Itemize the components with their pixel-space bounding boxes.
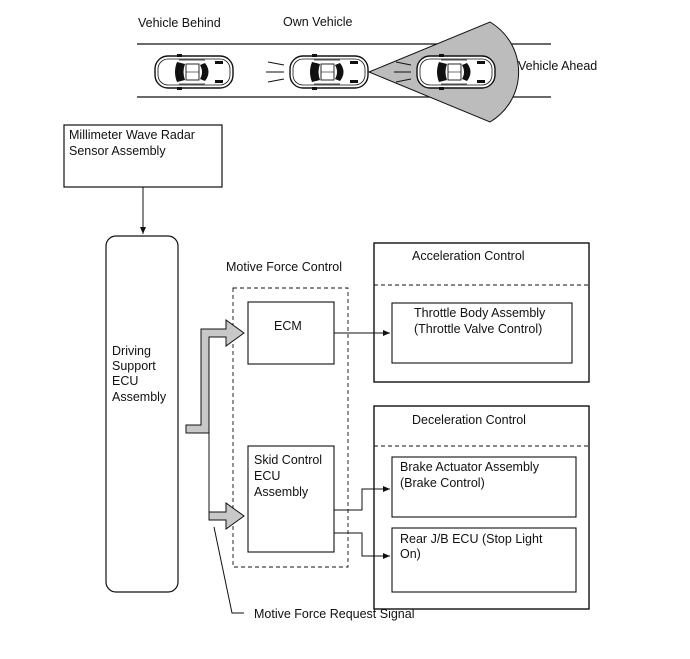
ecm-label: ECM xyxy=(274,319,302,333)
ecu-label-line1: Driving xyxy=(112,344,151,358)
vehicle-behind-car xyxy=(154,53,234,91)
brake-label-line2: (Brake Control) xyxy=(400,476,485,490)
radar-label-line2: Sensor Assembly xyxy=(69,144,166,158)
skid-to-brake-arrow xyxy=(334,486,390,511)
own-vehicle-car xyxy=(289,53,369,91)
throttle-label-line1: Throttle Body Assembly xyxy=(414,306,546,320)
ecu-label-line2: Support xyxy=(112,359,156,373)
acceleration-control-box: Acceleration Control Throttle Body Assem… xyxy=(373,242,590,383)
own-vehicle-motion-lines xyxy=(266,61,285,83)
road-scene: Vehicle Behind Own Vehicle Vehicle Ahead xyxy=(137,15,597,123)
brake-label-line1: Brake Actuator Assembly xyxy=(400,460,540,474)
throttle-label-line2: (Throttle Valve Control) xyxy=(414,322,542,336)
motive-force-dashed-box xyxy=(232,287,349,568)
signal-leader-line xyxy=(213,526,244,614)
vehicle-ahead-car xyxy=(416,53,496,91)
skid-control-ecu-box: Skid Control ECU Assembly xyxy=(247,445,335,553)
driving-support-ecu-box: Driving Support ECU Assembly xyxy=(105,235,179,593)
deceleration-title: Deceleration Control xyxy=(412,413,526,427)
skid-label-line2: ECU xyxy=(254,469,280,483)
skid-to-rear-jb-arrow xyxy=(334,532,390,559)
vehicle-ahead-motion-lines xyxy=(394,61,412,83)
rear-label-line1: Rear J/B ECU (Stop Light xyxy=(400,532,543,546)
motive-force-title: Motive Force Control xyxy=(226,260,342,274)
label-vehicle-behind: Vehicle Behind xyxy=(138,16,221,30)
acceleration-title: Acceleration Control xyxy=(412,249,525,263)
motive-force-request-arrow xyxy=(185,319,245,530)
radar-sensor-box: Millimeter Wave Radar Sensor Assembly xyxy=(63,124,223,188)
ecu-label-line4: Assembly xyxy=(112,390,167,404)
throttle-body-box xyxy=(391,302,573,364)
label-vehicle-ahead: Vehicle Ahead xyxy=(518,59,597,73)
radar-label-line1: Millimeter Wave Radar xyxy=(69,128,195,142)
motive-force-request-signal-label: Motive Force Request Signal xyxy=(254,607,415,621)
skid-label-line1: Skid Control xyxy=(254,453,322,467)
deceleration-control-box: Deceleration Control Brake Actuator Asse… xyxy=(373,405,590,610)
ecu-label-line3: ECU xyxy=(112,374,138,388)
label-own-vehicle: Own Vehicle xyxy=(283,15,353,29)
skid-label-line3: Assembly xyxy=(254,485,309,499)
rear-label-line2: On) xyxy=(400,547,421,561)
ecm-box: ECM xyxy=(247,301,335,365)
brake-actuator-box xyxy=(391,456,577,518)
rear-jb-ecu-box xyxy=(391,527,577,593)
